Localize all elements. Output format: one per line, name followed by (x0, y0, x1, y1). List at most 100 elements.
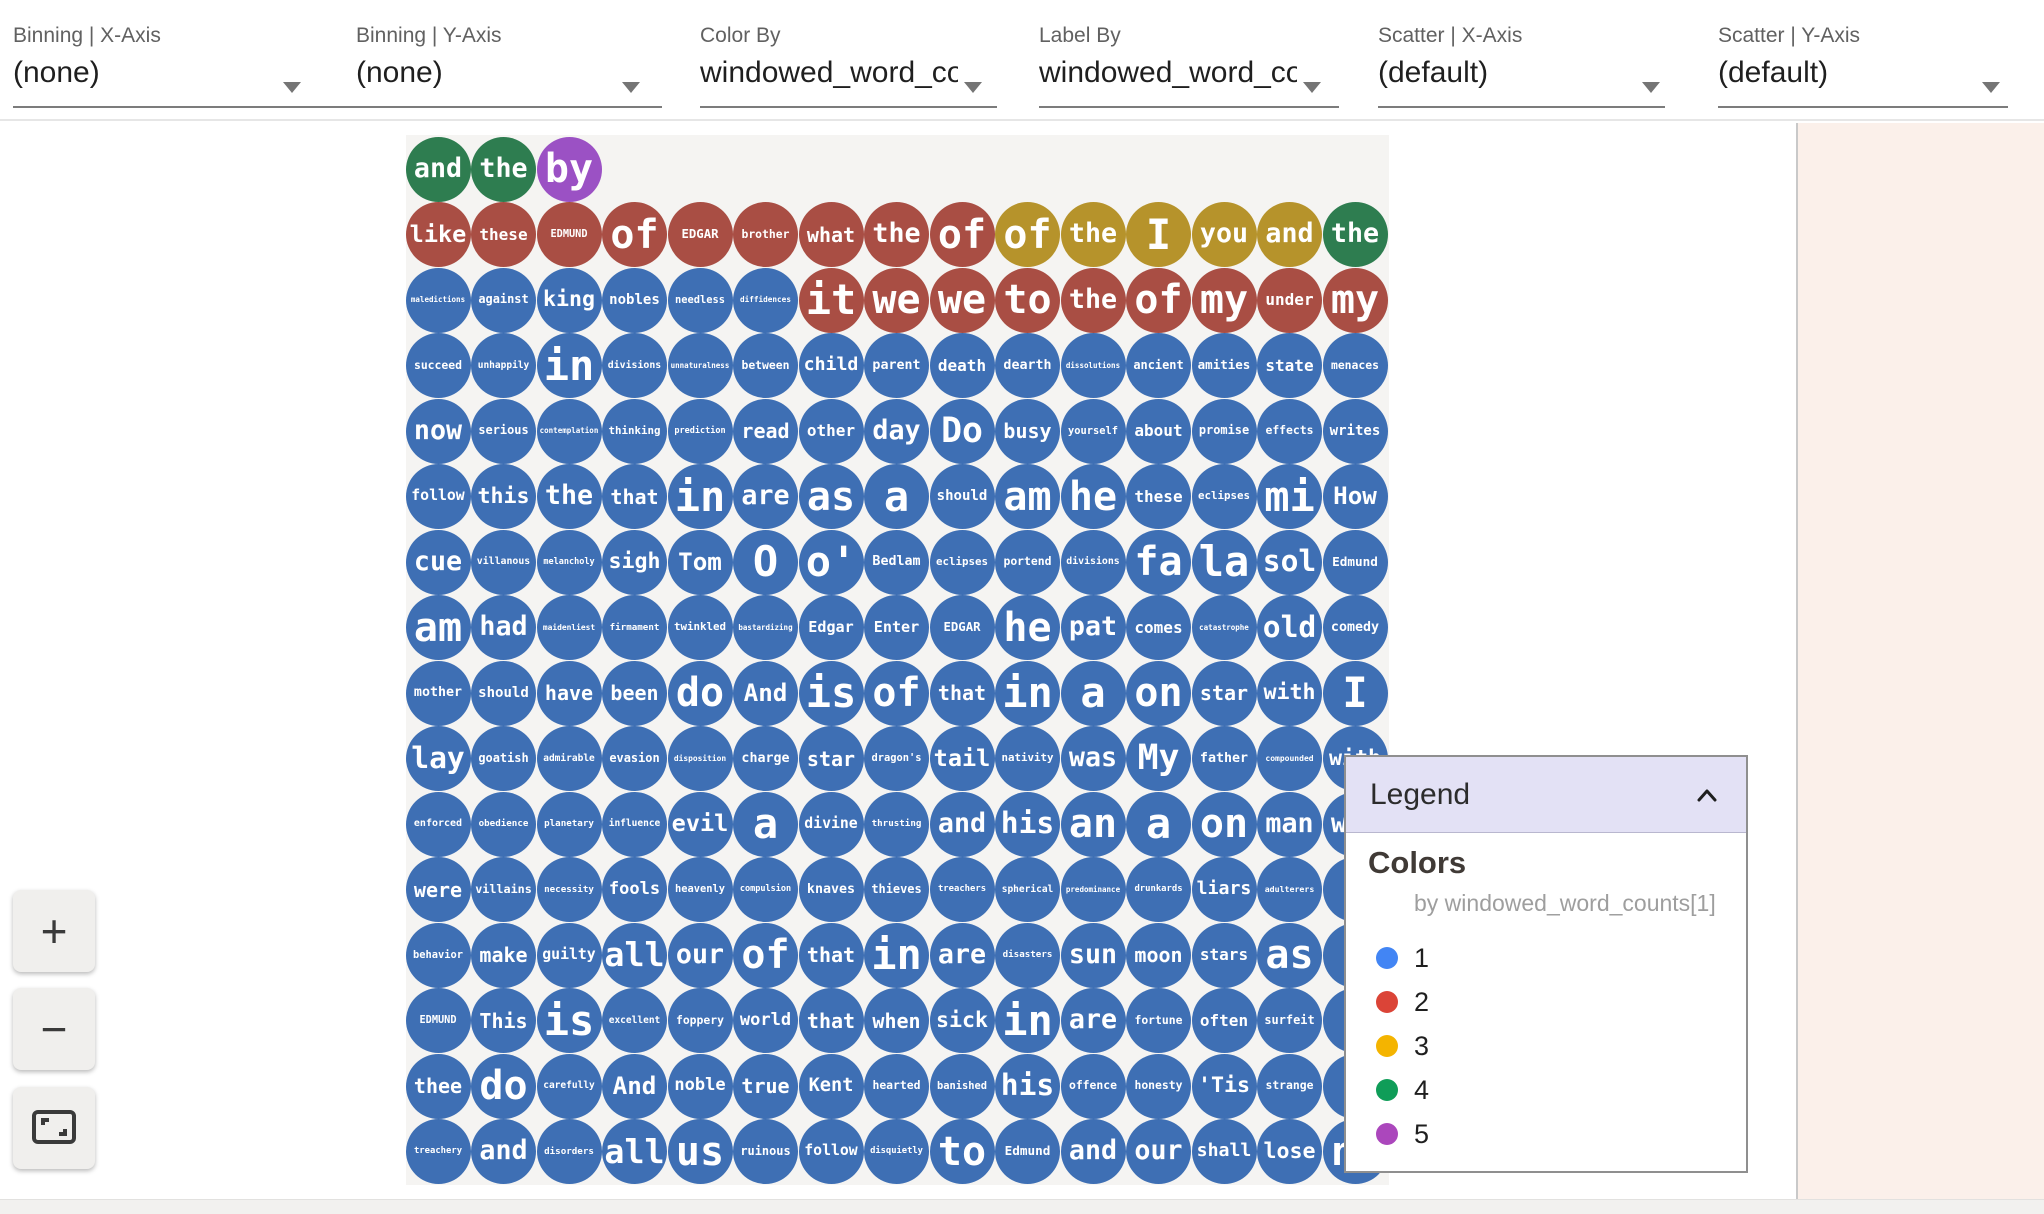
word-circle[interactable]: spherical (995, 857, 1060, 922)
word-circle[interactable]: in (995, 660, 1060, 726)
dropdown-binning-y-axis[interactable]: Binning | Y-Axis(none) (356, 0, 662, 121)
word-circle[interactable]: disquietly (864, 1119, 929, 1184)
word-circle[interactable]: dearth (995, 333, 1060, 398)
word-circle[interactable]: what (798, 202, 864, 267)
word-circle[interactable]: knaves (798, 857, 864, 922)
word-circle[interactable]: treachery (405, 1119, 471, 1184)
word-circle[interactable]: of (929, 202, 995, 267)
word-circle[interactable]: the (864, 202, 929, 267)
word-circle[interactable]: us (667, 1119, 733, 1184)
dropdown-scatter-y-axis[interactable]: Scatter | Y-Axis(default) (1718, 0, 2008, 121)
word-circle[interactable]: dissolutions (1060, 333, 1126, 398)
word-circle[interactable]: Edmund (1322, 529, 1388, 595)
word-circle[interactable]: you (1191, 202, 1257, 267)
word-circle[interactable]: the (536, 464, 602, 529)
word-circle[interactable]: and (1060, 1119, 1126, 1184)
word-circle[interactable]: that (798, 988, 864, 1053)
word-circle[interactable]: enforced (405, 791, 471, 857)
word-circle[interactable]: and (405, 136, 471, 202)
word-circle[interactable]: thee (405, 1053, 471, 1119)
word-circle[interactable]: tail (929, 726, 995, 791)
word-circle[interactable]: lose (1257, 1119, 1322, 1184)
word-circle[interactable]: death (929, 333, 995, 398)
word-circle[interactable]: are (733, 464, 798, 529)
word-circle[interactable]: my (1191, 267, 1257, 333)
word-circle[interactable]: it (798, 267, 864, 333)
word-circle[interactable]: we (929, 267, 995, 333)
word-circle[interactable]: to (929, 1119, 995, 1184)
word-circle[interactable]: is (536, 988, 602, 1053)
word-circle[interactable]: with (1257, 660, 1322, 726)
word-circle[interactable]: villains (471, 857, 536, 922)
word-circle[interactable]: drunkards (1126, 857, 1191, 922)
word-circle[interactable]: divisions (602, 333, 667, 398)
word-circle[interactable]: in (667, 464, 733, 529)
word-circle[interactable]: This (471, 988, 536, 1053)
chevron-up-icon[interactable] (1694, 783, 1720, 814)
word-circle[interactable]: follow (405, 464, 471, 529)
word-circle[interactable]: eclipses (1191, 464, 1257, 529)
word-circle[interactable]: do (471, 1053, 536, 1119)
word-circle[interactable]: promise (1191, 398, 1257, 464)
word-circle[interactable]: that (929, 660, 995, 726)
word-circle[interactable]: other (798, 398, 864, 464)
word-circle[interactable]: follow (798, 1119, 864, 1184)
word-circle[interactable]: amities (1191, 333, 1257, 398)
word-circle[interactable]: he (995, 595, 1060, 660)
word-circle[interactable]: comes (1126, 595, 1191, 660)
word-circle[interactable]: parent (864, 333, 929, 398)
word-circle[interactable]: my (1322, 267, 1388, 333)
word-circle[interactable]: carefully (536, 1053, 602, 1119)
word-circle[interactable]: pat (1060, 595, 1126, 660)
legend-header[interactable]: Legend (1346, 757, 1746, 833)
word-circle[interactable]: our (667, 922, 733, 988)
word-circle[interactable]: that (602, 464, 667, 529)
word-circle[interactable]: world (733, 988, 798, 1053)
word-circle[interactable]: by (536, 136, 602, 202)
word-circle[interactable]: father (1191, 726, 1257, 791)
zoom-in-button[interactable]: + (13, 890, 95, 972)
word-circle[interactable]: influence (602, 791, 667, 857)
word-circle[interactable]: old (1257, 595, 1322, 660)
word-circle[interactable]: are (1060, 988, 1126, 1053)
word-circle[interactable]: catastrophe (1191, 595, 1257, 660)
fit-to-screen-button[interactable] (13, 1087, 95, 1169)
word-circle[interactable]: Kent (798, 1053, 864, 1119)
word-circle[interactable]: Do (929, 398, 995, 464)
word-circle[interactable]: read (733, 398, 798, 464)
word-circle[interactable]: these (471, 202, 536, 267)
word-circle[interactable]: and (471, 1119, 536, 1184)
word-circle[interactable]: day (864, 398, 929, 464)
word-circle[interactable]: eclipses (929, 529, 995, 595)
word-circle[interactable]: a (1060, 660, 1126, 726)
word-circle[interactable]: star (1191, 660, 1257, 726)
word-circle[interactable]: effects (1257, 398, 1322, 464)
word-circle[interactable]: nativity (995, 726, 1060, 791)
word-circle[interactable]: brother (733, 202, 798, 267)
word-circle[interactable]: this (471, 464, 536, 529)
word-circle[interactable]: menaces (1322, 333, 1388, 398)
word-circle[interactable]: nobles (602, 267, 667, 333)
word-circle[interactable]: in (536, 333, 602, 398)
word-circle[interactable]: an (1060, 791, 1126, 857)
word-circle[interactable]: on (1191, 791, 1257, 857)
word-circle[interactable]: been (602, 660, 667, 726)
word-circle[interactable]: our (1126, 1119, 1191, 1184)
word-circle[interactable]: banished (929, 1053, 995, 1119)
word-circle[interactable]: about (1126, 398, 1191, 464)
word-circle[interactable]: star (798, 726, 864, 791)
word-circle[interactable]: liars (1191, 857, 1257, 922)
word-circle[interactable]: his (995, 791, 1060, 857)
word-circle[interactable]: heavenly (667, 857, 733, 922)
word-circle[interactable]: EDMUND (405, 988, 471, 1053)
word-circle[interactable]: against (471, 267, 536, 333)
word-circle[interactable]: stars (1191, 922, 1257, 988)
word-circle[interactable]: should (471, 660, 536, 726)
word-circle[interactable]: excellent (602, 988, 667, 1053)
word-circle[interactable]: EDGAR (667, 202, 733, 267)
word-circle[interactable]: yourself (1060, 398, 1126, 464)
word-circle[interactable]: of (602, 202, 667, 267)
word-circle[interactable]: on (1126, 660, 1191, 726)
word-circle[interactable]: admirable (536, 726, 602, 791)
